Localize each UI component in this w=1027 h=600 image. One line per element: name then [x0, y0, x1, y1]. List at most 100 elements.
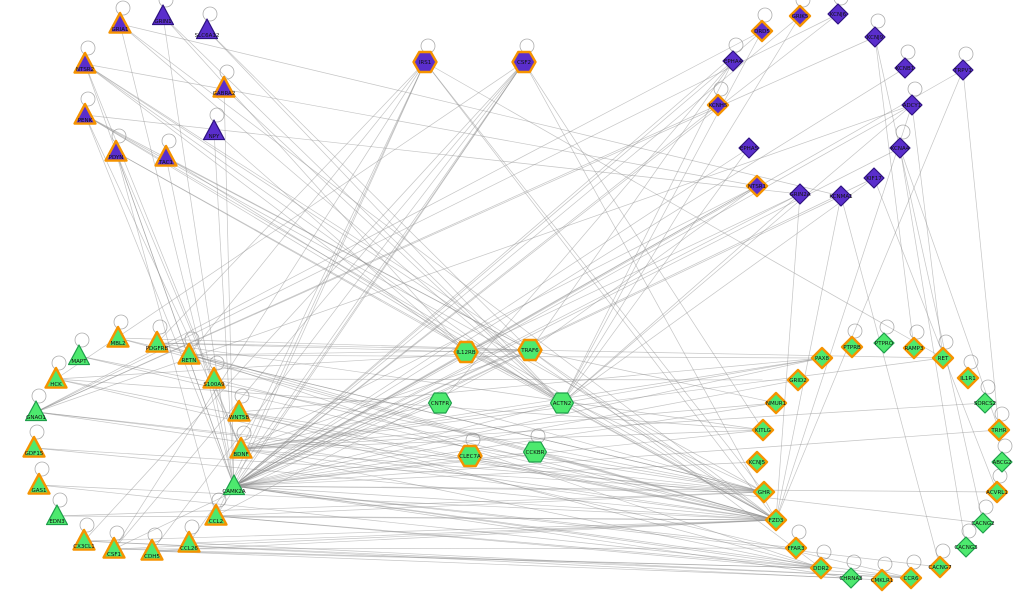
node-PTPRO[interactable] — [873, 332, 895, 354]
node-CCL2[interactable] — [204, 503, 228, 526]
edge — [233, 61, 525, 487]
node-PAX8[interactable] — [810, 346, 834, 370]
node-KCNH5[interactable] — [706, 93, 730, 117]
self-loop — [211, 492, 227, 508]
node-GRIN1[interactable] — [151, 4, 175, 26]
node-CNTFR[interactable] — [427, 392, 453, 414]
node-MAPT[interactable] — [67, 344, 91, 366]
node-PDYN[interactable] — [104, 139, 128, 162]
self-loop — [202, 6, 218, 22]
node-HCK[interactable] — [44, 366, 68, 389]
node-DDR2[interactable] — [809, 556, 833, 580]
node-RETN[interactable] — [177, 342, 201, 365]
node-CSF1[interactable] — [102, 536, 126, 559]
edge — [233, 147, 750, 487]
node-TRHR[interactable] — [987, 418, 1011, 442]
edge — [156, 342, 467, 353]
node-GRIN2A[interactable] — [789, 183, 811, 205]
node-CAMK2A[interactable] — [222, 474, 246, 496]
node-RAMP3[interactable] — [902, 336, 926, 360]
edge — [523, 61, 764, 431]
self-loop — [80, 91, 96, 107]
node-GRIK5[interactable] — [788, 4, 812, 28]
node-KIF17[interactable] — [863, 167, 885, 189]
node-KCNJ6[interactable] — [827, 3, 849, 25]
node-IL1R1[interactable] — [956, 366, 980, 390]
node-PTPRB[interactable] — [840, 335, 864, 359]
node-IRS1[interactable] — [412, 50, 438, 74]
node-BDNF[interactable] — [229, 436, 253, 459]
edge — [84, 114, 801, 195]
node-KCNJ5[interactable] — [745, 450, 769, 474]
edge — [899, 147, 1000, 431]
node-SLC6A12[interactable] — [195, 18, 219, 40]
node-GRIA1[interactable] — [108, 11, 132, 34]
node-NTSR1[interactable] — [745, 174, 769, 198]
node-ACVRL1[interactable] — [985, 480, 1009, 504]
node-FFAR3[interactable] — [784, 536, 808, 560]
self-loop — [900, 44, 916, 60]
edge — [215, 515, 912, 579]
node-KCNA4[interactable] — [889, 137, 911, 159]
node-CMKLR1[interactable] — [870, 568, 894, 592]
edge — [188, 354, 823, 359]
edge — [55, 378, 912, 579]
edge — [561, 177, 875, 404]
edge — [439, 402, 765, 493]
node-GHR[interactable] — [752, 480, 776, 504]
node-CDH5[interactable] — [140, 538, 164, 561]
node-GDF15[interactable] — [22, 435, 46, 458]
node-CACNG7[interactable] — [928, 555, 952, 579]
node-FZD3[interactable] — [764, 508, 788, 532]
node-KCNMA1[interactable] — [830, 185, 852, 207]
node-KCNB1[interactable] — [894, 57, 916, 79]
node-EDN3[interactable] — [45, 504, 69, 526]
node-WNT5B[interactable] — [227, 399, 251, 422]
node-CCR6[interactable] — [899, 566, 923, 590]
node-ABCG2[interactable] — [991, 451, 1013, 473]
edge — [465, 193, 801, 353]
node-NPY[interactable] — [202, 119, 226, 141]
node-TRAF6[interactable] — [517, 338, 543, 362]
node-S100A9[interactable] — [202, 366, 226, 389]
node-ACTN2[interactable] — [549, 392, 575, 414]
node-RET[interactable] — [931, 346, 955, 370]
node-GRID2[interactable] — [786, 368, 810, 392]
node-KCNJ9[interactable] — [864, 26, 886, 48]
node-TAC1[interactable] — [154, 144, 178, 167]
self-loop — [877, 556, 893, 572]
node-SORCS2[interactable] — [974, 392, 996, 414]
node-CLEC7A[interactable] — [457, 444, 483, 468]
node-CSF2[interactable] — [511, 50, 537, 74]
node-CCL26[interactable] — [177, 530, 201, 553]
node-CX3CL1[interactable] — [72, 528, 96, 551]
node-MBL2[interactable] — [106, 325, 130, 348]
node-EPHA4[interactable] — [722, 50, 744, 72]
edge — [465, 185, 758, 353]
edge — [165, 156, 235, 487]
node-ADCY1[interactable] — [901, 94, 923, 116]
node-GNAO1[interactable] — [24, 400, 48, 422]
node-EPHA5[interactable] — [738, 137, 760, 159]
node-NTSR2[interactable] — [73, 51, 97, 74]
edge — [240, 402, 986, 450]
node-KITLG[interactable] — [751, 418, 775, 442]
node-NMUR1[interactable] — [764, 391, 788, 415]
edge — [233, 485, 822, 569]
node-GABRA2[interactable] — [212, 75, 236, 98]
node-DRD5[interactable] — [750, 19, 774, 43]
self-loop — [791, 524, 807, 540]
node-PENK[interactable] — [73, 102, 97, 125]
edge-layer — [33, 13, 1000, 581]
node-CHRNA3[interactable] — [840, 567, 862, 589]
node-GAS1[interactable] — [27, 472, 51, 495]
node-IL12RB[interactable] — [453, 340, 479, 364]
edge — [84, 63, 467, 353]
node-CACNG3[interactable] — [955, 536, 977, 558]
node-CCKBR[interactable] — [522, 441, 548, 463]
node-PDGFRB[interactable] — [145, 330, 169, 353]
node-CACNG2[interactable] — [972, 512, 994, 534]
self-loop — [909, 324, 925, 340]
node-TRPV1[interactable] — [952, 59, 974, 81]
edge — [874, 36, 984, 524]
